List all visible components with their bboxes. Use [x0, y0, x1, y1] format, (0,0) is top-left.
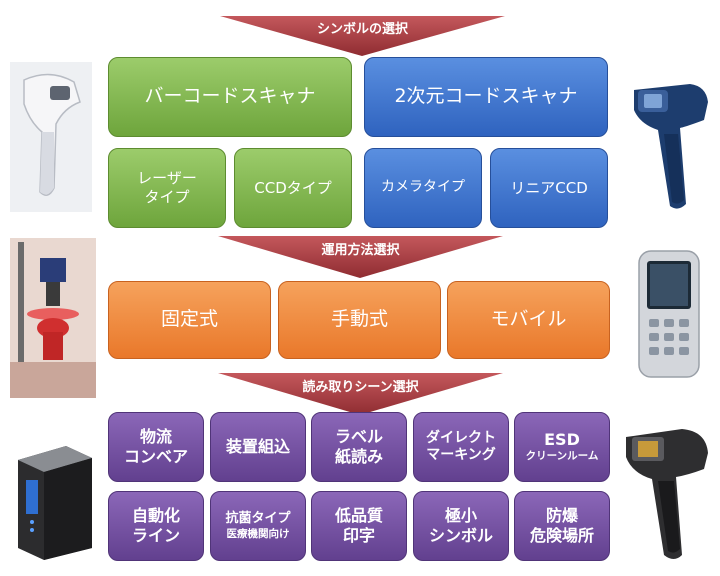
- tiny-line1: 極小: [444, 506, 477, 525]
- fixed-type-label: 固定式: [160, 308, 218, 331]
- antibacterial-box: 抗菌タイプ 医療機関向け: [210, 491, 306, 561]
- logistics-line2: コンベア: [123, 447, 188, 466]
- barcode-scanner-box: バーコードスキャナ: [108, 57, 352, 137]
- logistics-conveyor-box: 物流 コンベア: [108, 412, 204, 482]
- logistics-line1: 物流: [139, 427, 172, 446]
- rugged-scanner-image: [622, 425, 714, 565]
- direct-line2: マーキング: [426, 447, 496, 463]
- linear-ccd-label: リニアCCD: [510, 178, 588, 197]
- explosion-proof-box: 防爆 危険場所: [514, 491, 610, 561]
- device-embed-label: 装置組込: [225, 437, 290, 456]
- reading-scene-selection-label: 読み取りシーン選択: [302, 380, 419, 395]
- 2d-code-scanner-box: 2次元コードスキャナ: [364, 57, 608, 137]
- fixed-mount-scanner-image: [10, 238, 96, 398]
- low-quality-line1: 低品質: [334, 506, 383, 525]
- tiny-line2: シンボル: [428, 526, 493, 545]
- esd-line1: ESD: [544, 430, 580, 450]
- mobile-type-label: モバイル: [490, 308, 567, 331]
- automation-line-box: 自動化 ライン: [108, 491, 204, 561]
- symbol-selection-arrow: シンボルの選択: [220, 16, 505, 56]
- explosion-line2: 危険場所: [529, 526, 594, 545]
- handheld-type-box: 手動式: [278, 281, 441, 359]
- laser-type-line1: レーザー: [137, 169, 197, 188]
- operation-selection-label: 運用方法選択: [321, 243, 400, 258]
- ccd-type-label: CCDタイプ: [254, 178, 332, 197]
- laser-type-line2: タイプ: [144, 188, 190, 206]
- automation-line1: 自動化: [131, 506, 180, 525]
- label-line1: ラベル: [334, 427, 383, 446]
- esd-cleanroom-box: ESD クリーンルーム: [514, 412, 610, 482]
- direct-marking-box: ダイレクト マーキング: [413, 412, 509, 482]
- mobile-terminal-image: [625, 247, 715, 382]
- 2d-scanner-image: [628, 80, 712, 215]
- device-embed-box: 装置組込: [210, 412, 306, 482]
- low-quality-print-box: 低品質 印字: [311, 491, 407, 561]
- operation-selection-arrow: 運用方法選択: [218, 236, 503, 278]
- label-paper-box: ラベル 紙読み: [311, 412, 407, 482]
- antibacterial-line2: 医療機関向け: [226, 527, 290, 540]
- laser-type-box: レーザー タイプ: [108, 148, 226, 228]
- esd-line2: クリーンルーム: [525, 450, 599, 463]
- symbol-selection-label: シンボルの選択: [316, 22, 408, 37]
- 2d-code-scanner-label: 2次元コードスキャナ: [394, 85, 578, 108]
- camera-type-box: カメラタイプ: [364, 148, 482, 228]
- antibacterial-line1: 抗菌タイプ: [225, 511, 291, 527]
- low-quality-line2: 印字: [342, 526, 375, 545]
- mobile-type-box: モバイル: [447, 281, 610, 359]
- direct-line1: ダイレクト: [426, 429, 496, 446]
- handheld-barcode-scanner-image: [10, 62, 92, 212]
- handheld-type-label: 手動式: [330, 308, 388, 331]
- tiny-symbol-box: 極小 シンボル: [413, 491, 509, 561]
- fixed-type-box: 固定式: [108, 281, 271, 359]
- camera-type-label: カメラタイプ: [381, 179, 465, 196]
- reading-scene-selection-arrow: 読み取りシーン選択: [218, 373, 503, 415]
- linear-ccd-box: リニアCCD: [490, 148, 608, 228]
- barcode-scanner-label: バーコードスキャナ: [144, 85, 316, 108]
- label-line2: 紙読み: [334, 447, 383, 466]
- automation-line2: ライン: [131, 526, 180, 545]
- ccd-type-box: CCDタイプ: [234, 148, 352, 228]
- embedded-scanner-module-image: [12, 440, 98, 562]
- explosion-line1: 防爆: [545, 506, 578, 525]
